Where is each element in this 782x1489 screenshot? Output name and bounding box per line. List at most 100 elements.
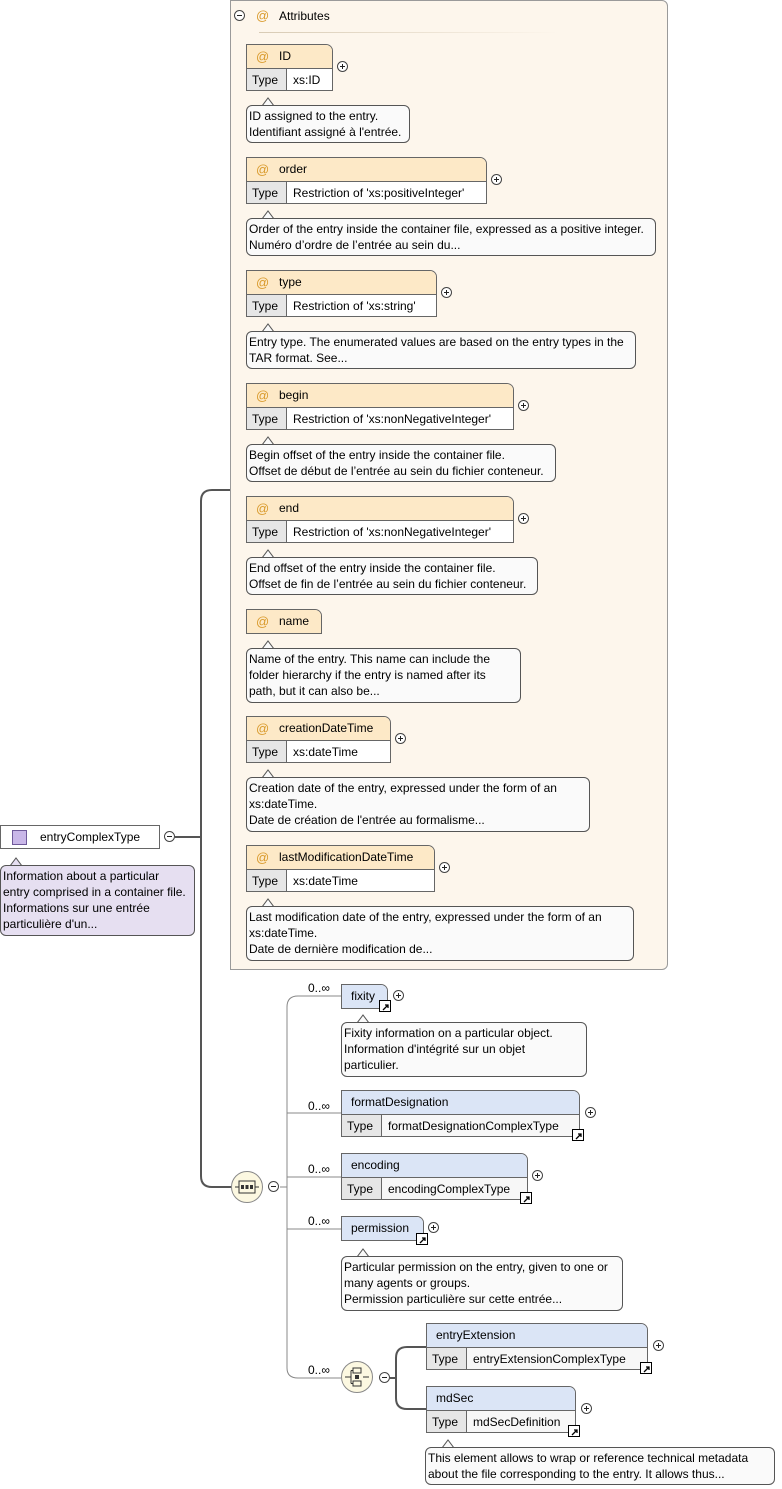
at-sign-icon: @ bbox=[256, 275, 270, 290]
type-value: Restriction of 'xs:string' bbox=[287, 295, 436, 316]
at-sign-icon: @ bbox=[256, 49, 270, 64]
type-label: Type bbox=[247, 741, 287, 762]
note-line: Begin offset of the entry inside the con… bbox=[249, 448, 505, 462]
element-name: formatDesignation bbox=[351, 1095, 449, 1109]
type-label: Type bbox=[247, 182, 287, 203]
note-line: particulier. bbox=[344, 1058, 399, 1072]
complex-type-icon bbox=[12, 830, 27, 845]
attribute-name: lastModificationDateTime bbox=[279, 850, 414, 864]
note-line: Informations sur une entrée bbox=[3, 901, 150, 915]
note-line: End offset of the entry inside the conta… bbox=[249, 561, 496, 575]
element-fixity[interactable]: fixity bbox=[341, 984, 388, 1009]
expand-icon[interactable] bbox=[532, 1170, 543, 1181]
attribute-note: Name of the entry. This name can include… bbox=[246, 648, 521, 703]
expand-icon[interactable] bbox=[439, 862, 450, 873]
note-pointer bbox=[442, 1439, 454, 1448]
note-line: Date de dernière modification de... bbox=[249, 942, 433, 956]
collapse-icon[interactable] bbox=[379, 1372, 390, 1383]
link-arrow-icon[interactable] bbox=[416, 1233, 428, 1245]
type-value: xs:dateTime bbox=[287, 870, 434, 891]
attribute-name-box[interactable]: @ name bbox=[246, 609, 322, 634]
note-line: folder hierarchy if the entry is named a… bbox=[249, 668, 486, 682]
note-pointer bbox=[357, 1248, 369, 1257]
choice-compositor-icon[interactable] bbox=[341, 1361, 373, 1393]
type-value: Restriction of 'xs:nonNegativeInteger' bbox=[287, 408, 513, 429]
element-name: permission bbox=[351, 1221, 410, 1235]
at-sign-icon: @ bbox=[256, 850, 270, 865]
attribute-name: ID bbox=[279, 49, 291, 63]
attribute-note: End offset of the entry inside the conta… bbox=[246, 557, 538, 595]
expand-icon[interactable] bbox=[581, 1403, 592, 1414]
note-line: about the file corresponding to the entr… bbox=[428, 1467, 725, 1481]
occurrence-label: 0..∞ bbox=[308, 1162, 330, 1176]
note-line: Information about a particular bbox=[3, 869, 160, 883]
link-arrow-icon[interactable] bbox=[379, 1000, 391, 1012]
type-label: Type bbox=[247, 408, 287, 429]
occurrence-label: 0..∞ bbox=[308, 981, 330, 995]
element-permission[interactable]: permission bbox=[341, 1216, 424, 1241]
expand-icon[interactable] bbox=[491, 174, 502, 185]
link-arrow-icon[interactable] bbox=[568, 1425, 580, 1437]
divider bbox=[259, 32, 559, 33]
at-sign-icon: @ bbox=[256, 8, 270, 23]
expand-icon[interactable] bbox=[395, 733, 406, 744]
note-pointer bbox=[262, 323, 274, 332]
collapse-icon[interactable] bbox=[164, 831, 175, 842]
type-value: Restriction of 'xs:positiveInteger' bbox=[287, 182, 486, 203]
element-name: fixity bbox=[351, 989, 375, 1003]
note-pointer bbox=[10, 857, 22, 866]
expand-icon[interactable] bbox=[653, 1340, 664, 1351]
note-line: path, but it can also be... bbox=[249, 684, 380, 698]
collapse-icon[interactable] bbox=[234, 10, 245, 21]
collapse-icon[interactable] bbox=[268, 1181, 279, 1192]
expand-icon[interactable] bbox=[585, 1107, 596, 1118]
link-arrow-icon[interactable] bbox=[640, 1362, 652, 1374]
note-pointer bbox=[262, 97, 274, 106]
type-value: xs:dateTime bbox=[287, 741, 390, 762]
at-sign-icon: @ bbox=[256, 614, 270, 629]
note-line: xs:dateTime. bbox=[249, 797, 318, 811]
expand-icon[interactable] bbox=[441, 287, 452, 298]
note-line: xs:dateTime. bbox=[249, 926, 318, 940]
expand-icon[interactable] bbox=[337, 61, 348, 72]
expand-icon[interactable] bbox=[518, 400, 529, 411]
at-sign-icon: @ bbox=[256, 388, 270, 403]
note-line: Identifiant assigné à l'entrée. bbox=[249, 125, 402, 139]
link-arrow-icon[interactable] bbox=[572, 1129, 584, 1141]
note-line: Creation date of the entry, expressed un… bbox=[249, 781, 557, 795]
link-arrow-icon[interactable] bbox=[520, 1192, 532, 1204]
expand-icon[interactable] bbox=[518, 513, 529, 524]
note-line: Last modification date of the entry, exp… bbox=[249, 910, 602, 924]
note-line: This element allows to wrap or reference… bbox=[428, 1451, 749, 1465]
attribute-name: name bbox=[279, 614, 310, 628]
at-sign-icon: @ bbox=[256, 721, 270, 736]
note-line: ID assigned to the entry. bbox=[249, 109, 379, 123]
panel-title: Attributes bbox=[279, 9, 330, 23]
type-label: Type bbox=[247, 69, 287, 90]
note-line: Particular permission on the entry, give… bbox=[344, 1260, 608, 1274]
note-line: Date de création de l'entrée au formalis… bbox=[249, 813, 485, 827]
note-line: entry comprised in a container file. bbox=[3, 885, 186, 899]
note-line: particulière d'un... bbox=[3, 917, 98, 931]
note-line: Fixity information on a particular objec… bbox=[344, 1026, 553, 1040]
expand-icon[interactable] bbox=[428, 1222, 439, 1233]
expand-icon[interactable] bbox=[393, 990, 404, 1001]
type-label: Type bbox=[247, 295, 287, 316]
type-value: formatDesignationComplexType bbox=[382, 1115, 579, 1136]
sequence-compositor-icon[interactable] bbox=[231, 1171, 263, 1203]
root-type-box[interactable]: entryComplexType bbox=[0, 825, 160, 849]
at-sign-icon: @ bbox=[256, 162, 270, 177]
type-value: entryExtensionComplexType bbox=[467, 1348, 647, 1369]
type-value: encodingComplexType bbox=[382, 1178, 527, 1199]
